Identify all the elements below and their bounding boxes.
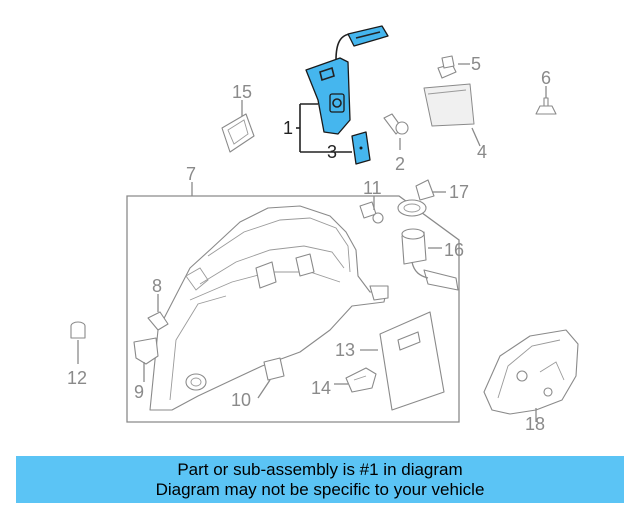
pin-12 [70, 321, 86, 339]
leader-10 [257, 379, 271, 399]
banner-line-1: Part or sub-assembly is #1 in diagram [177, 459, 463, 479]
parts-diagram: 1 3 2 4 5 6 7 8 9 10 11 12 13 14 15 16 1… [67, 25, 579, 434]
cover-panel-13 [379, 311, 445, 411]
callout-5: 5 [471, 54, 481, 74]
callout-2: 2 [395, 154, 405, 174]
screw-11 [359, 201, 384, 224]
panel-piece-4 [423, 83, 475, 127]
callout-4: 4 [477, 142, 487, 162]
callout-6: 6 [541, 68, 551, 88]
quarter-trim-panel [149, 205, 389, 411]
callout-10: 10 [231, 390, 251, 410]
bracket-9 [133, 337, 159, 365]
callout-7: 7 [186, 164, 196, 184]
callout-18: 18 [525, 414, 545, 434]
clip-2 [383, 113, 409, 135]
info-banner: Part or sub-assembly is #1 in diagram Di… [16, 456, 624, 503]
callout-8: 8 [152, 276, 162, 296]
bracket-14 [345, 367, 377, 393]
push-pin-6 [535, 97, 557, 115]
callout-12: 12 [67, 368, 87, 388]
callout-13: 13 [335, 340, 355, 360]
callout-17: 17 [449, 182, 469, 202]
connector-tab [347, 25, 389, 47]
socket-ring-17 [397, 179, 435, 217]
banner-line-2: Diagram may not be specific to your vehi… [155, 479, 485, 499]
callout-1: 1 [283, 118, 293, 138]
liner-18 [483, 329, 579, 415]
power-socket-16 [401, 228, 459, 291]
callout-bracket-1-3 [296, 103, 352, 153]
pillar-trim-assembly [305, 25, 389, 135]
clip-10 [263, 357, 285, 381]
clip-5 [437, 55, 457, 79]
callout-3: 3 [327, 142, 337, 162]
bracket-plate [221, 113, 255, 153]
clip-8 [147, 311, 169, 331]
callout-15: 15 [232, 82, 252, 102]
leader-4 [471, 127, 481, 147]
callout-11: 11 [363, 178, 382, 198]
callout-9: 9 [134, 382, 144, 402]
quarter-trim-region-outline [126, 195, 460, 423]
pillar-trim-body [305, 57, 351, 135]
callout-16: 16 [444, 240, 464, 260]
callout-14: 14 [311, 378, 331, 398]
